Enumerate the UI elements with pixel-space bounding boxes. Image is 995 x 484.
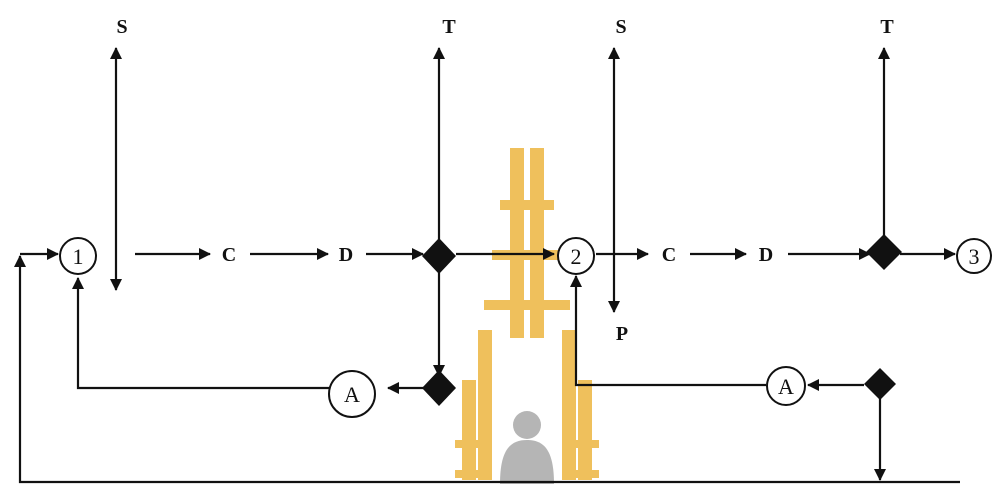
node-3-label: 3 [969,244,980,269]
node-2-label: 2 [571,244,582,269]
node-a1-circle [328,370,376,418]
label-s1: S [116,16,127,38]
feedback-arrow-a2-to-2 [570,275,766,387]
decision-diamond-1 [422,238,456,274]
decision-diamond-4 [864,368,896,400]
label-s2: S [615,16,626,38]
watermark-seal [455,148,599,484]
node-3-circle [956,238,992,274]
bottom-feedback-line [14,255,960,484]
node-2-circle [557,237,595,275]
label-t1: T [442,16,456,38]
feedback-arrow-a1-to-1 [72,277,330,390]
node-a1-label: A [344,382,360,407]
label-c2: C [662,244,676,266]
label-d1: D [339,244,353,266]
node-a2-circle [766,366,806,406]
label-t2: T [880,16,894,38]
decision-diamond-3 [866,234,902,270]
node-a2-label: A [778,374,794,399]
node-1-label: 1 [73,244,84,269]
label-d2: D [759,244,773,266]
decision-diamond-2 [422,370,456,406]
label-c1: C [222,244,236,266]
label-p: P [616,323,628,345]
node-1-circle [59,237,97,275]
